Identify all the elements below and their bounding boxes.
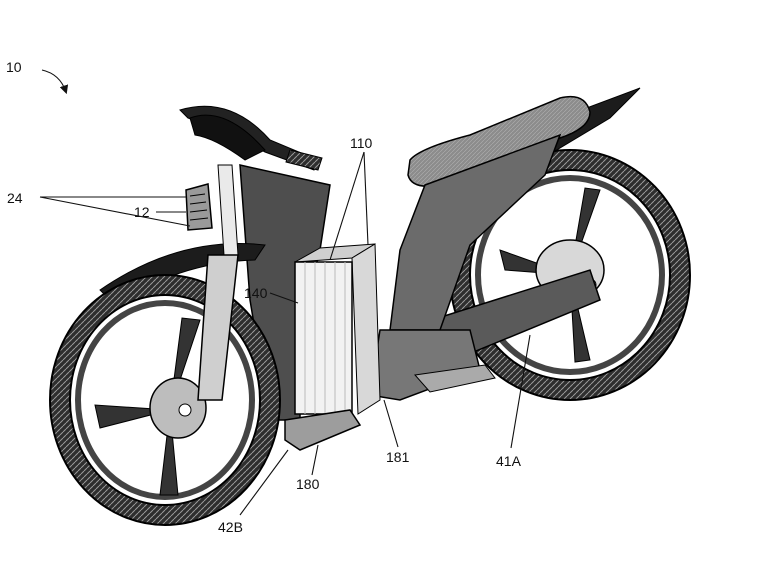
leader-lines xyxy=(39,151,531,516)
label-180: 180 xyxy=(296,476,320,492)
rear-frame xyxy=(389,133,562,331)
steering-column xyxy=(217,164,239,256)
label-24: 24 xyxy=(7,190,23,206)
label-110: 110 xyxy=(350,135,373,151)
label-181: 181 xyxy=(386,449,410,465)
base-180 xyxy=(284,409,362,451)
label-41A: 41A xyxy=(496,453,522,469)
label-140: 140 xyxy=(244,285,268,301)
footrest xyxy=(414,364,496,393)
floor-panel xyxy=(369,329,481,401)
ref-numeral-10: 10 xyxy=(6,59,22,75)
label-42B: 42B xyxy=(218,519,243,535)
handle-grip xyxy=(285,149,323,171)
handlebar-cover xyxy=(189,114,266,161)
label-12: 12 xyxy=(134,204,150,220)
headlight xyxy=(185,183,213,231)
ref-arrow xyxy=(41,69,69,95)
front-fork xyxy=(197,254,239,401)
battery-110 xyxy=(294,243,381,415)
front-wheel xyxy=(49,274,281,526)
front-brake-disc xyxy=(149,377,207,439)
